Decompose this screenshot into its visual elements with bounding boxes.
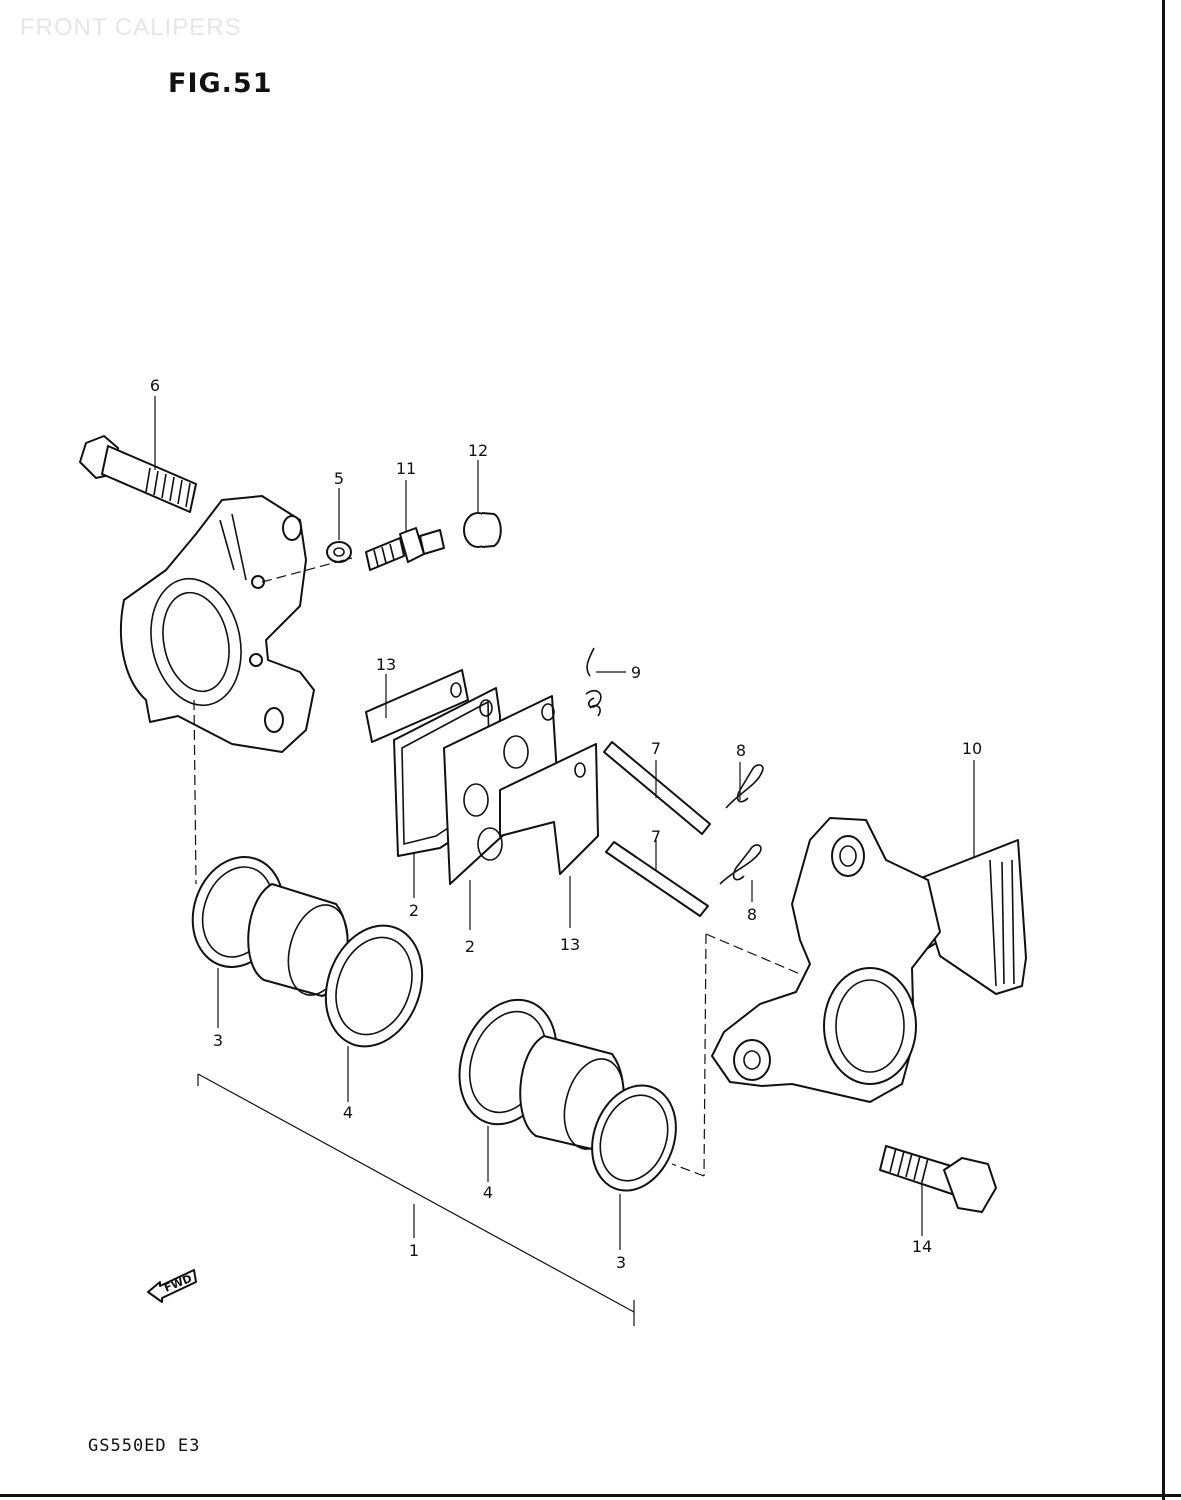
callout-13-upper: 13: [376, 655, 396, 674]
part-5-washer: [326, 541, 352, 563]
right-caliper-body: [711, 817, 941, 1103]
callout-10: 10: [962, 739, 982, 758]
part-6-bolt: [79, 435, 197, 513]
part-14-bolt: [879, 1145, 997, 1213]
callout-6: 6: [150, 376, 160, 395]
part-7-pad-pin-lower: [605, 841, 709, 917]
callout-4-left: 4: [343, 1103, 353, 1122]
part-3-dust-seal-right: [591, 1084, 677, 1192]
left-piston: [247, 883, 349, 997]
callout-13-lower: 13: [560, 935, 580, 954]
leader-lines: [154, 396, 975, 1250]
callout-12: 12: [468, 441, 488, 460]
callout-14: 14: [912, 1237, 932, 1256]
callout-9: 9: [631, 663, 641, 682]
part-12-bleeder-cap: [463, 512, 502, 548]
part-4-piston-seal-left: [324, 924, 424, 1048]
part-8-r-clip-upper: [725, 764, 764, 809]
part-7-pad-pin-upper: [603, 741, 711, 835]
callout-7-upper: 7: [651, 739, 661, 758]
part-8-r-clip-lower: [719, 844, 762, 885]
assembly-dash-lines: [193, 557, 801, 1177]
callout-1: 1: [409, 1241, 419, 1260]
fwd-arrow-icon: FWD: [147, 1269, 197, 1303]
callout-numbers: 6 5 11 12 13 9 7 8 10 2 2 13 7 8 3 4 4 3…: [150, 376, 982, 1272]
callout-8-lower: 8: [747, 905, 757, 924]
model-code: GS550ED E3: [88, 1436, 201, 1456]
part-13-shim-right: [499, 743, 599, 875]
callout-8-upper: 8: [736, 741, 746, 760]
callout-4-right: 4: [483, 1183, 493, 1202]
callout-2-right: 2: [465, 937, 475, 956]
part-13-shim-left: [365, 669, 469, 743]
part-9-spring-clip: [585, 647, 602, 717]
figure-label: FIG.51: [168, 68, 273, 99]
section-title: FRONT CALIPERS: [20, 14, 242, 41]
page-edge-right: [1162, 0, 1165, 1500]
assembly-bracket-1: [197, 1073, 635, 1326]
left-caliper-body: [119, 495, 315, 753]
callout-3-left: 3: [213, 1031, 223, 1050]
callout-7-lower: 7: [651, 827, 661, 846]
page-edge-bottom: [0, 1494, 1181, 1497]
callout-3-right: 3: [616, 1253, 626, 1272]
part-11-bleeder-screw: [365, 527, 445, 571]
callout-11: 11: [396, 459, 416, 478]
callout-2-left: 2: [409, 901, 419, 920]
callout-5: 5: [334, 469, 344, 488]
